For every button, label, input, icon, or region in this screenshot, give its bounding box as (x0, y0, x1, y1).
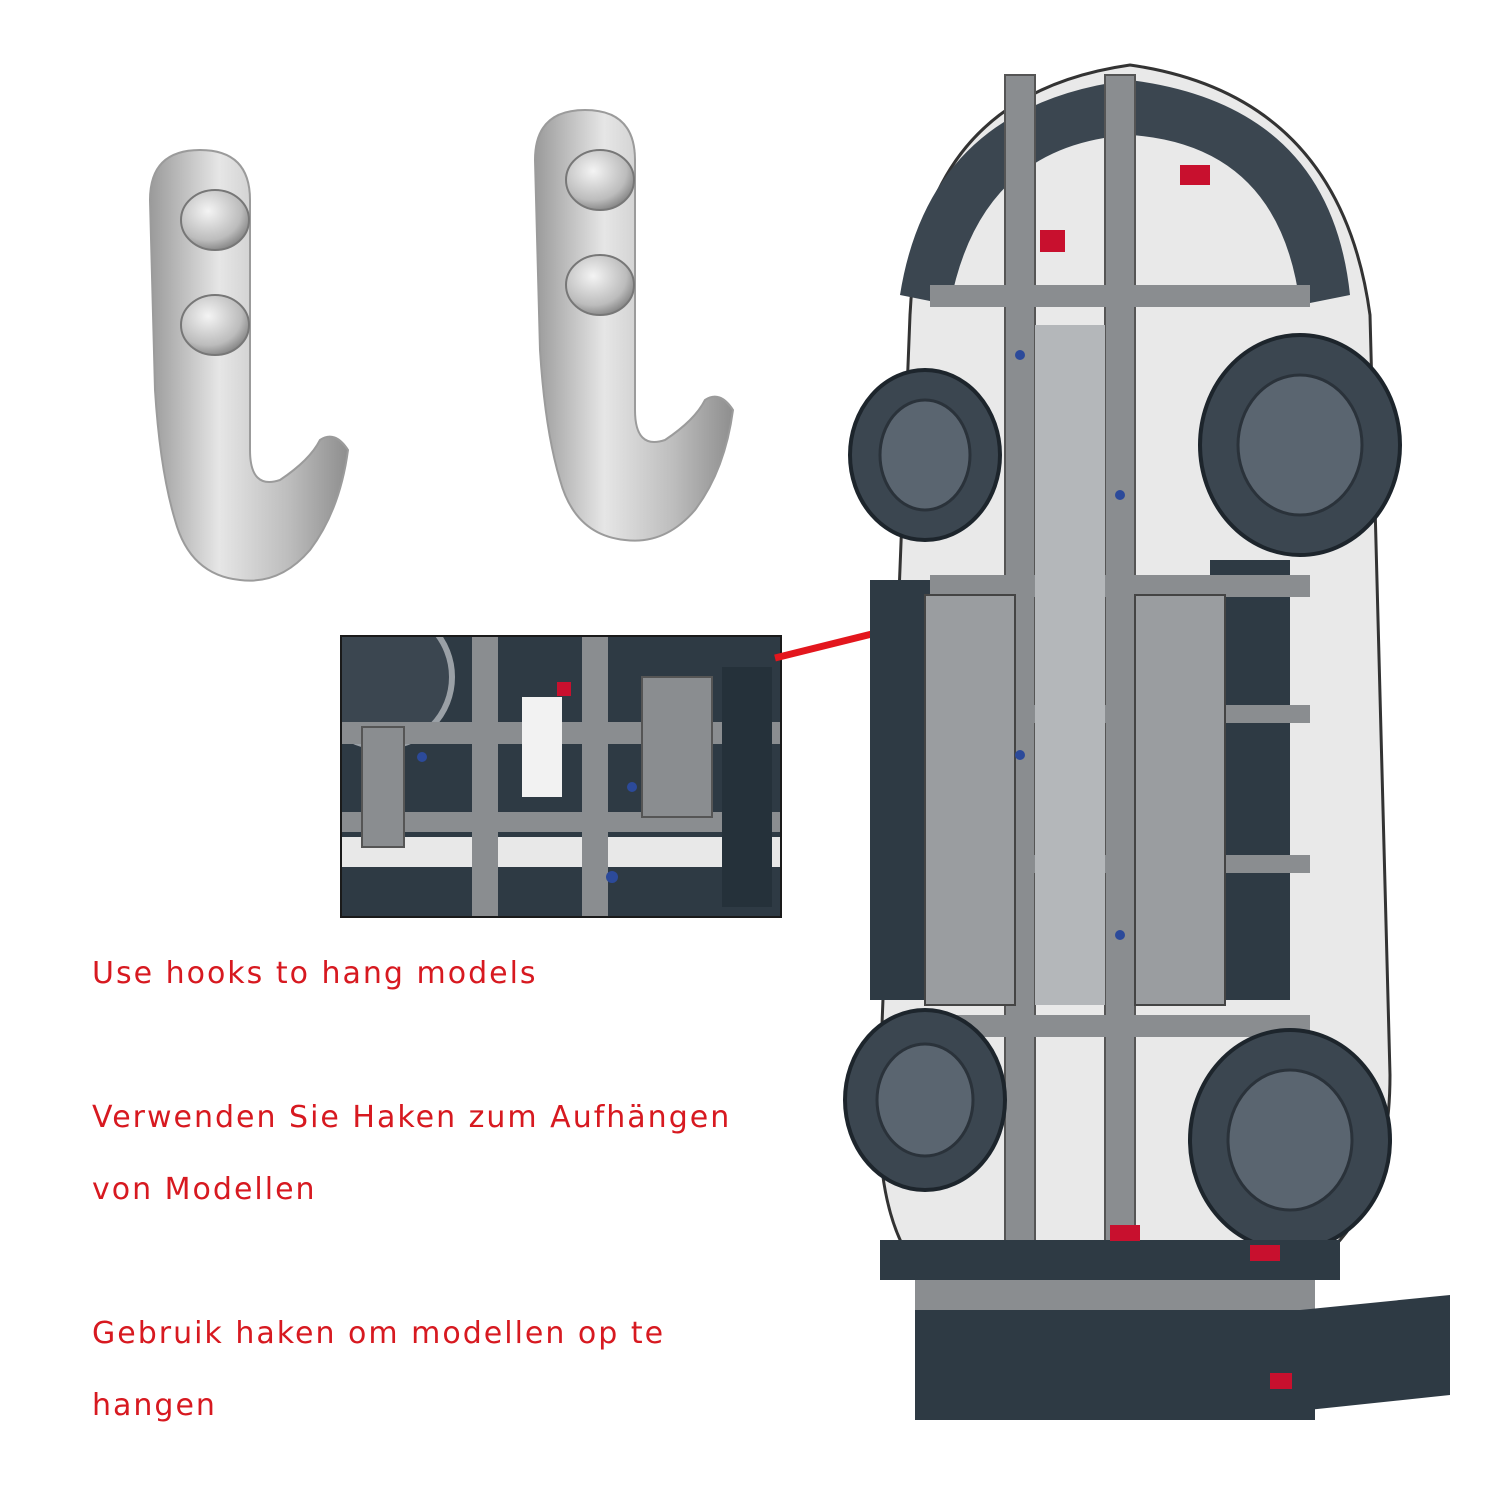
wall-hooks-illustration (148, 108, 735, 582)
rear-left-wheel (843, 1008, 1007, 1192)
hook-left (148, 148, 350, 582)
caption-dutch-line-2: hangen (92, 1388, 217, 1423)
caption-english: Use hooks to hang models (92, 956, 538, 991)
rear-right-wheel (1188, 1028, 1392, 1252)
caption-dutch-line-1: Gebruik haken om modellen op te (92, 1316, 666, 1351)
caption-german-line-2: von Modellen (92, 1172, 317, 1207)
chassis-detail-inset (340, 635, 782, 918)
hook-right (533, 108, 735, 542)
front-left-wheel (848, 368, 1002, 542)
caption-german-line-1: Verwenden Sie Haken zum Aufhängen (92, 1100, 732, 1135)
front-right-wheel (1198, 333, 1402, 557)
chassis-detail-drawing (342, 637, 780, 916)
car-model-chassis-illustration (843, 63, 1450, 1420)
